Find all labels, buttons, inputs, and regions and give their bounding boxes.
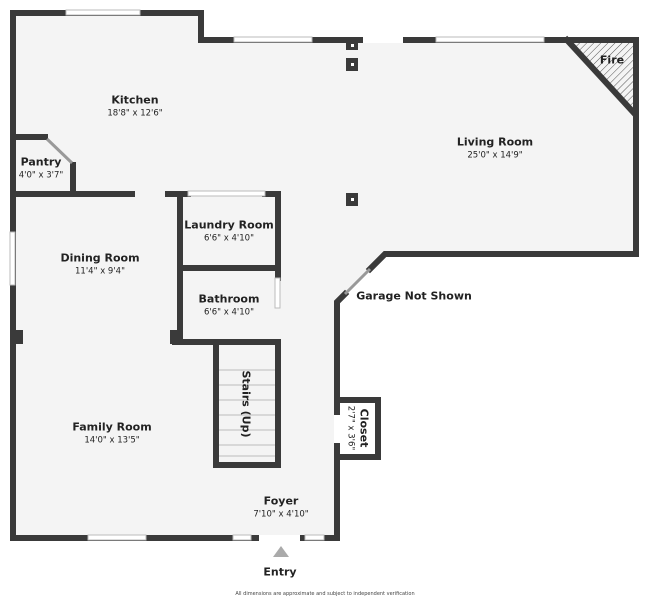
outer-wall	[10, 10, 639, 541]
window	[304, 534, 325, 541]
floor-area	[13, 13, 636, 538]
closet-wall	[334, 397, 381, 460]
stairs-wall	[213, 339, 281, 468]
closet-door	[334, 415, 340, 443]
entry-door	[259, 535, 300, 541]
garage-label: Garage Not Shown	[356, 289, 472, 303]
post	[12, 330, 23, 344]
disclaimer: All dimensions are approximate and subje…	[235, 591, 415, 597]
window	[233, 36, 313, 43]
opening	[363, 37, 403, 43]
garage-door	[343, 267, 372, 296]
entry-arrow	[273, 546, 289, 557]
window	[65, 9, 141, 16]
window	[232, 534, 252, 541]
opening	[187, 190, 266, 197]
stairs-label: Stairs (Up)	[239, 370, 253, 438]
window	[274, 277, 281, 309]
window	[87, 534, 147, 541]
fireplace-wall	[562, 35, 639, 118]
window	[9, 231, 16, 286]
fireplace-label: Fire	[599, 53, 625, 67]
entry-label: Entry	[263, 565, 297, 579]
window	[435, 36, 545, 43]
post	[170, 330, 181, 344]
pantry-door	[45, 137, 74, 165]
